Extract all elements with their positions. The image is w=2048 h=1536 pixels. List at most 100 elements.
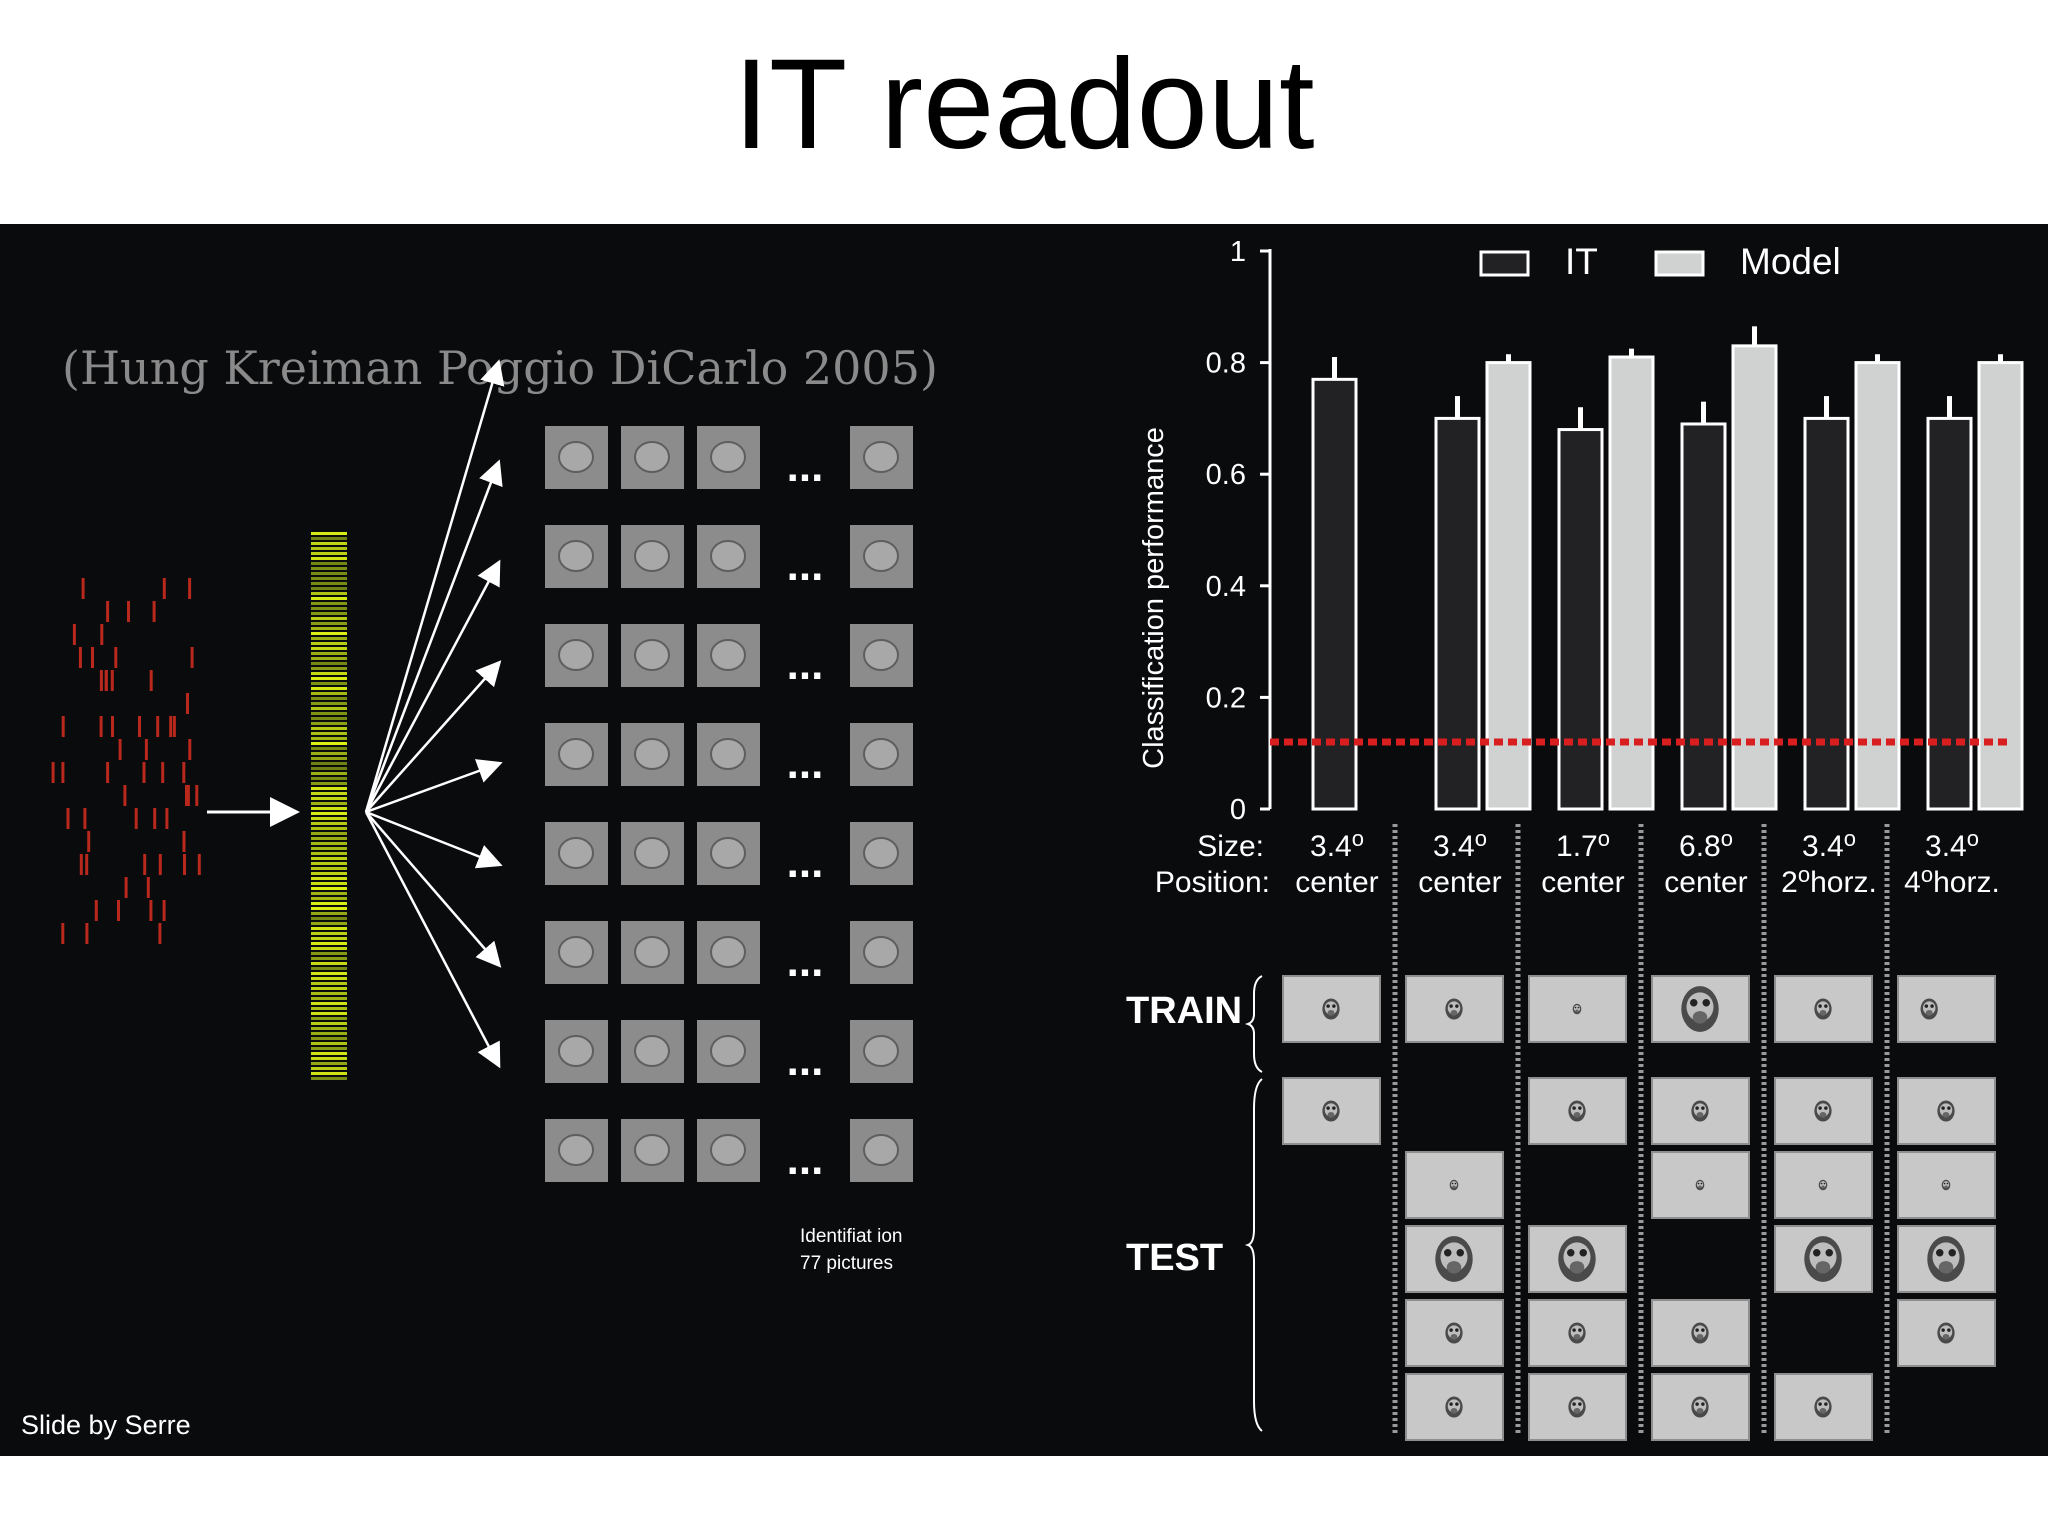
vector-unit xyxy=(311,577,347,580)
vector-unit xyxy=(311,537,347,540)
spike-mark xyxy=(152,601,156,622)
vector-unit xyxy=(311,932,347,935)
spike-mark xyxy=(190,647,194,668)
y-axis-label: Classification performance xyxy=(1138,427,1170,769)
object-thumbnail xyxy=(621,525,684,588)
vector-unit xyxy=(311,762,347,765)
spike-mark xyxy=(81,578,85,599)
y-tick-label: 0.6 xyxy=(1206,459,1246,491)
classifier-arrow xyxy=(364,559,501,813)
test-label: TEST xyxy=(1126,1237,1223,1279)
population-vector xyxy=(311,532,347,1080)
column-separators xyxy=(1392,824,1890,1436)
spike-mark xyxy=(61,762,65,783)
position-tick-label: 4ohorz. xyxy=(1904,862,2000,899)
vector-unit xyxy=(311,677,347,680)
spike-mark xyxy=(197,854,201,875)
y-tick-label: 0.2 xyxy=(1206,682,1246,714)
bar-model xyxy=(1608,355,1655,811)
vector-unit xyxy=(311,902,347,905)
vector-unit xyxy=(311,582,347,585)
train-stimulus xyxy=(1528,975,1627,1043)
vector-unit xyxy=(311,822,347,825)
bar-it xyxy=(1434,416,1481,811)
vector-unit xyxy=(311,1022,347,1025)
ellipsis: ... xyxy=(787,541,824,590)
vector-unit xyxy=(311,887,347,890)
spike-mark xyxy=(169,716,173,737)
spike-mark xyxy=(185,785,188,806)
test-stimulus xyxy=(1405,1151,1504,1219)
object-thumbnail xyxy=(545,426,608,489)
vector-unit xyxy=(311,717,347,720)
vector-unit xyxy=(311,852,347,855)
vector-unit xyxy=(311,1057,347,1060)
slide-title: IT readout xyxy=(733,33,1315,176)
object-thumbnail xyxy=(850,1119,913,1182)
spike-mark xyxy=(158,923,162,944)
vector-unit xyxy=(311,992,347,995)
test-stimulus xyxy=(1528,1373,1627,1441)
spike-mark xyxy=(117,900,120,921)
object-thumbnail xyxy=(545,921,608,984)
vector-unit xyxy=(311,752,347,755)
legend-swatch xyxy=(1479,250,1530,277)
spike-mark xyxy=(142,762,146,783)
size-tick-label: 3.4o xyxy=(1802,826,1856,863)
test-stimulus xyxy=(1651,1077,1750,1145)
vector-unit xyxy=(311,662,347,665)
y-tick-label: 0.4 xyxy=(1206,571,1246,603)
spike-mark xyxy=(124,877,128,898)
vector-unit xyxy=(311,1032,347,1035)
spike-mark xyxy=(87,831,91,852)
classifier-arrow xyxy=(364,811,501,1069)
spike-mark xyxy=(79,854,83,875)
test-stimulus xyxy=(1897,1225,1996,1293)
spike-mark xyxy=(94,900,98,921)
vector-unit xyxy=(311,837,347,840)
vector-unit xyxy=(311,802,347,805)
vector-unit xyxy=(311,1052,347,1055)
vector-unit xyxy=(311,867,347,870)
train-stimulus xyxy=(1774,975,1873,1043)
vector-unit xyxy=(311,1002,347,1005)
vector-unit xyxy=(311,782,347,785)
position-tick-label: center xyxy=(1664,866,1747,899)
vector-unit xyxy=(311,952,347,955)
spike-mark xyxy=(123,785,127,806)
y-tick-label: 0 xyxy=(1230,794,1246,826)
spike-mark xyxy=(188,578,192,599)
object-thumbnail xyxy=(621,426,684,489)
vector-unit xyxy=(311,732,347,735)
spike-mark xyxy=(156,716,160,737)
size-tick-label: 3.4o xyxy=(1925,826,1979,863)
vector-unit xyxy=(311,617,347,620)
spike-mark xyxy=(114,647,118,668)
bar-chart: Classification performance 00.20.40.60.8… xyxy=(1126,236,2024,1441)
spike-mark xyxy=(195,785,199,806)
test-stimulus xyxy=(1774,1373,1873,1441)
spike-mark xyxy=(134,808,138,829)
vector-unit xyxy=(311,972,347,975)
test-stimulus xyxy=(1774,1077,1873,1145)
test-stimulus xyxy=(1651,1299,1750,1367)
ellipsis: ... xyxy=(787,1135,824,1184)
test-stimulus xyxy=(1528,1225,1627,1293)
vector-unit xyxy=(311,547,347,550)
vector-unit xyxy=(311,1072,347,1075)
legend-label: Model xyxy=(1740,241,1841,282)
test-stimulus xyxy=(1897,1299,1996,1367)
vector-unit xyxy=(311,1037,347,1040)
vector-unit xyxy=(311,632,347,635)
spike-mark xyxy=(146,877,150,898)
classifier-arrow xyxy=(364,359,505,813)
object-grid: ........................ xyxy=(545,426,913,1184)
vector-unit xyxy=(311,912,347,915)
vector-unit xyxy=(311,987,347,990)
vector-unit xyxy=(311,642,347,645)
train-stimulus xyxy=(1897,975,1996,1043)
object-thumbnail xyxy=(545,525,608,588)
size-tick-label: 6.8o xyxy=(1679,826,1733,863)
vector-unit xyxy=(311,792,347,795)
spike-mark xyxy=(172,716,176,737)
